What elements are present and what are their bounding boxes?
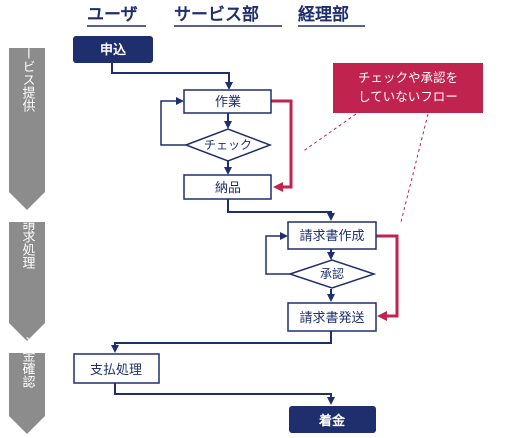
phase-label-payment-confirm: 入金確認: [20, 336, 36, 388]
node-invoice-create-label: 請求書作成: [299, 229, 364, 244]
node-received-label: 着金: [318, 413, 346, 429]
callout-note: [333, 63, 483, 113]
node-received: [289, 406, 376, 433]
connector-check-loop: [160, 97, 186, 146]
connector-payment-to-received: [114, 383, 335, 405]
node-apply-label: 申込: [100, 42, 127, 58]
connector-apply-to-work: [111, 63, 233, 90]
node-invoice-send: [287, 302, 377, 332]
lane-header-accounting: 経理部: [298, 4, 349, 25]
node-work-label: 作業: [215, 94, 241, 110]
node-invoice-send-label: 請求書発送: [299, 311, 364, 326]
node-work: [183, 89, 272, 114]
phase-chevron-payment-confirm: [9, 353, 45, 434]
node-deliver: [183, 174, 272, 200]
callout-leader-bottom: [400, 113, 429, 223]
callout-note-line1: チェックや承認を: [358, 70, 458, 85]
node-deliver-label: 納品: [215, 181, 241, 196]
node-payment-label: 支払処理: [90, 363, 142, 378]
node-check-diamond: [183, 128, 273, 162]
phase-label-service-provision: サービス提供: [20, 34, 36, 112]
node-approve-diamond: [287, 259, 377, 289]
node-apply: [73, 36, 153, 63]
bypass-arrow-work-to-deliver: [271, 99, 293, 192]
connector-deliver-to-invoice: [227, 199, 335, 221]
node-payment: [73, 353, 160, 384]
lane-header-user: ユーザ: [87, 5, 138, 25]
phase-chevron-billing: [9, 222, 45, 341]
phase-chevron-service-provision: [9, 48, 45, 210]
node-invoice-create: [287, 221, 377, 250]
node-check-label: チェック: [204, 138, 252, 152]
lane-header-service: サービス部: [174, 4, 259, 25]
connector-approve-loop: [265, 232, 290, 275]
phase-label-billing: 請求処理: [20, 217, 36, 269]
callout-note-line2: していないフロー: [358, 89, 458, 104]
callout-leader-top: [301, 113, 357, 153]
bypass-arrow-invoice-to-send: [376, 234, 399, 321]
node-approve-label: 承認: [320, 266, 344, 281]
connector-send-to-payment: [111, 331, 332, 353]
